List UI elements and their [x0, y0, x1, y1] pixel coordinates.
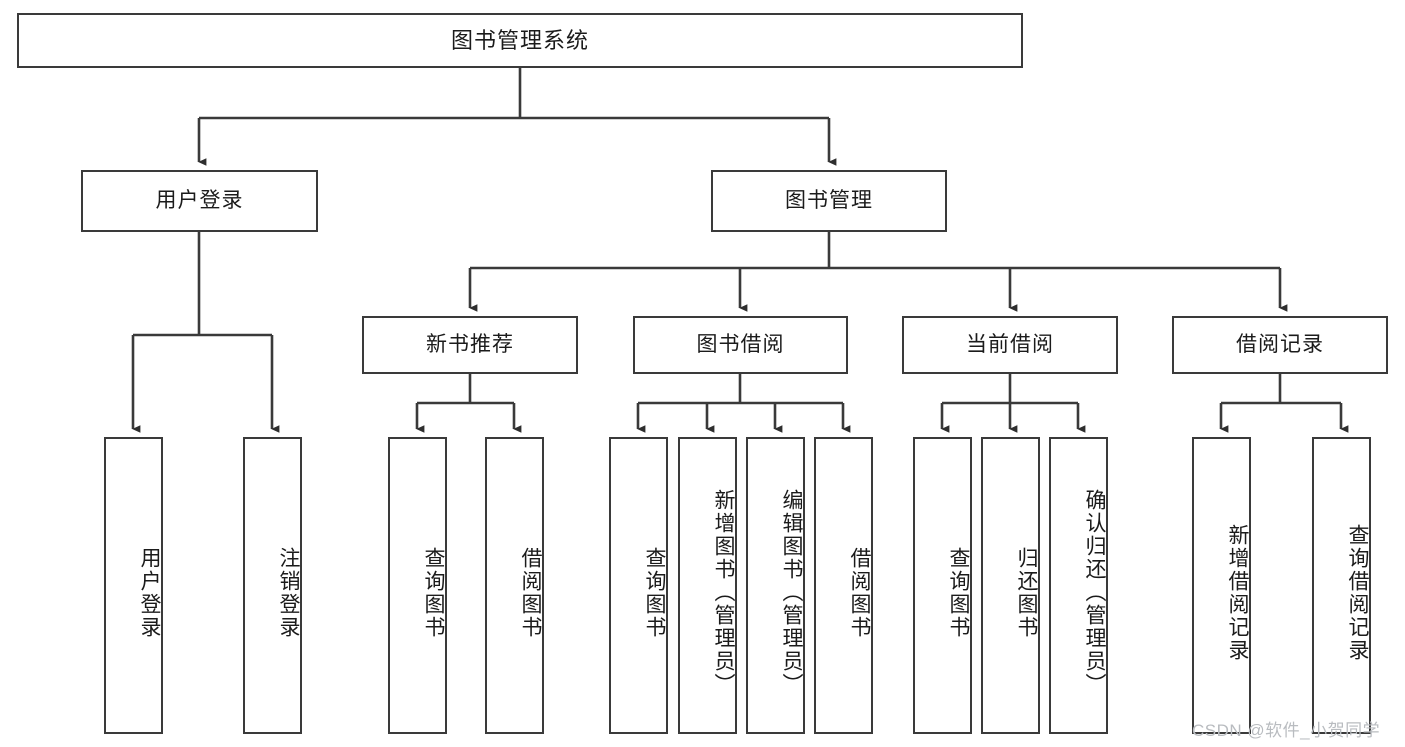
node-user-login[interactable]: 用户登录 [81, 170, 318, 232]
node-leaf-query-borrow-record[interactable]: 查询借阅记录 [1312, 437, 1371, 734]
node-current-borrow[interactable]: 当前借阅 [902, 316, 1118, 374]
node-book-borrow[interactable]: 图书借阅 [633, 316, 848, 374]
node-leaf-borrow-book-2[interactable]: 借阅图书 [814, 437, 873, 734]
node-leaf-query-book-3[interactable]: 查询图书 [913, 437, 972, 734]
node-root[interactable]: 图书管理系统 [17, 13, 1023, 68]
node-leaf-borrow-book-1[interactable]: 借阅图书 [485, 437, 544, 734]
node-borrow-record[interactable]: 借阅记录 [1172, 316, 1388, 374]
node-new-book-recommend[interactable]: 新书推荐 [362, 316, 578, 374]
node-leaf-logout[interactable]: 注销登录 [243, 437, 302, 734]
csdn-watermark: CSDN @软件_小贺同学 [1192, 721, 1381, 740]
node-leaf-add-book[interactable]: 新增图书（管理员） [678, 437, 737, 734]
node-leaf-confirm-return[interactable]: 确认归还（管理员） [1049, 437, 1108, 734]
node-leaf-add-borrow-record[interactable]: 新增借阅记录 [1192, 437, 1251, 734]
node-leaf-query-book-2[interactable]: 查询图书 [609, 437, 668, 734]
node-leaf-edit-book[interactable]: 编辑图书（管理员） [746, 437, 805, 734]
node-book-manage[interactable]: 图书管理 [711, 170, 947, 232]
node-leaf-query-book-1[interactable]: 查询图书 [388, 437, 447, 734]
node-leaf-return-book[interactable]: 归还图书 [981, 437, 1040, 734]
node-leaf-user-login[interactable]: 用户登录 [104, 437, 163, 734]
